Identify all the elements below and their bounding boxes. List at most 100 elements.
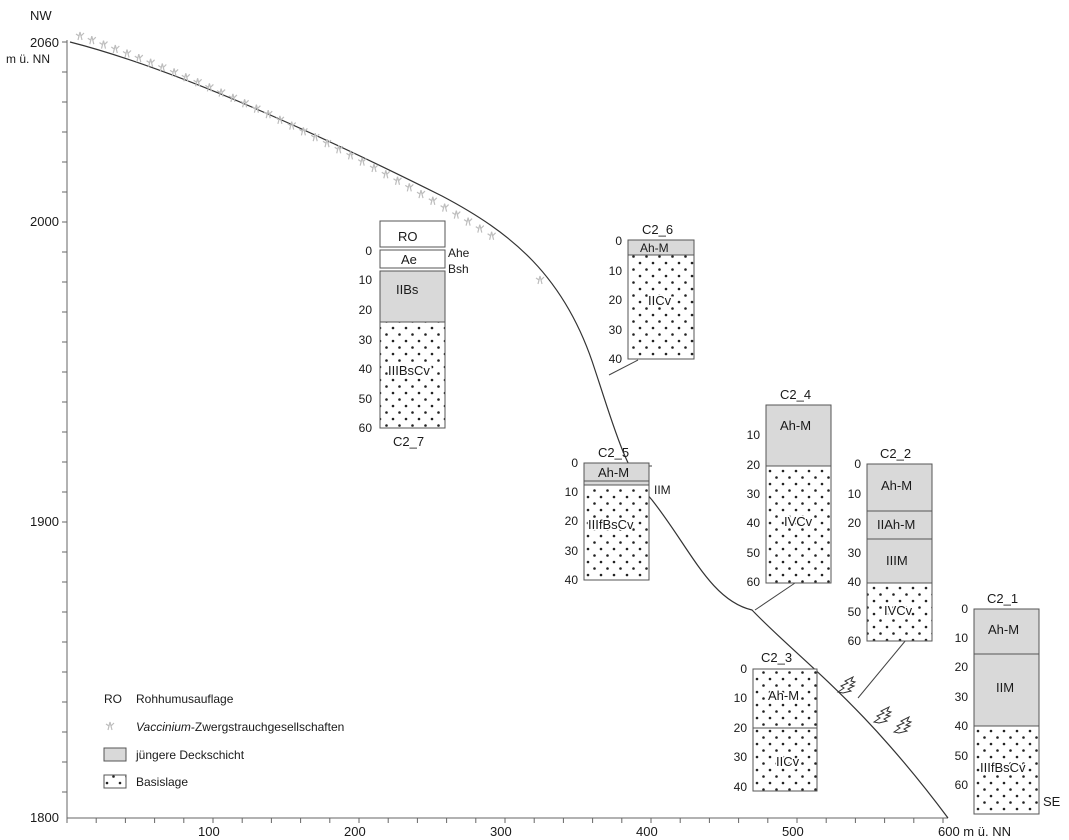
profile-id: C2_5	[598, 445, 629, 460]
y-label-1800: 1800	[30, 810, 59, 825]
svg-text:0: 0	[615, 234, 622, 248]
svg-text:40: 40	[848, 575, 862, 589]
x-label-100: 100	[198, 824, 220, 839]
depth-ticks: 0 10 20 30 40 50 60	[359, 244, 373, 435]
horizon-label: Ae	[401, 252, 417, 267]
horizon-label: IIIfBsCv	[980, 760, 1026, 775]
depth-ticks: 0 10 20 30 40	[734, 662, 748, 794]
x-axis: 100 200 300 400 500 600 m ü. NN SE	[66, 794, 1061, 839]
x-label-300: 300	[490, 824, 512, 839]
side-label: Bsh	[448, 262, 469, 276]
svg-text:10: 10	[565, 485, 579, 499]
profile-c2-3: Ah-M IICv 0 10 20 30 40 C2_3	[734, 650, 818, 794]
x-label-500: 500	[782, 824, 804, 839]
horizon-label: Ah-M	[598, 465, 629, 480]
depth-ticks: 0 10 20 30 40	[565, 456, 579, 587]
horizon-label: IIIBsCv	[388, 363, 430, 378]
svg-text:40: 40	[609, 352, 623, 366]
horizon-label: Ah-M	[780, 418, 811, 433]
svg-text:0: 0	[740, 662, 747, 676]
legend-base-swatch	[103, 774, 127, 789]
conifer-tree-icon	[873, 706, 892, 724]
horizon-label: Ah-M	[988, 622, 1019, 637]
horizon-label: IIAh-M	[877, 517, 915, 532]
svg-text:60: 60	[359, 421, 373, 435]
y-label-2000: 2000	[30, 214, 59, 229]
svg-text:10: 10	[609, 264, 623, 278]
horizon-label: IICv	[776, 754, 800, 769]
se-label: SE	[1043, 794, 1061, 809]
svg-text:30: 30	[734, 750, 748, 764]
svg-text:60: 60	[747, 575, 761, 589]
svg-text:0: 0	[854, 457, 861, 471]
y-axis-top-label: NW	[30, 8, 52, 23]
profile-id: C2_1	[987, 591, 1018, 606]
svg-text:50: 50	[955, 749, 969, 763]
svg-text:0: 0	[571, 456, 578, 470]
horizon-label: Ah-M	[881, 478, 912, 493]
horizon-label: IICv	[648, 293, 672, 308]
svg-text:60: 60	[848, 634, 862, 648]
legend-vaccinium: Vaccinium-Zwergstrauchgesellschaften	[136, 720, 344, 734]
svg-text:20: 20	[747, 458, 761, 472]
horizon-label: RO	[398, 229, 418, 244]
profile-c2-5: Ah-M IIIfBsCv IIM 0 10 20 30 40 C2_5	[565, 445, 671, 587]
horizon-label: Ah-M	[640, 241, 669, 255]
svg-text:20: 20	[609, 293, 623, 307]
svg-text:40: 40	[747, 516, 761, 530]
svg-text:50: 50	[359, 392, 373, 406]
side-label: Ahe	[448, 246, 470, 260]
svg-text:20: 20	[359, 303, 373, 317]
legend-ro-abbr: RO	[104, 692, 122, 706]
legend-ro-text: Rohhumusauflage	[136, 692, 234, 706]
svg-text:40: 40	[565, 573, 579, 587]
svg-text:10: 10	[955, 631, 969, 645]
svg-text:30: 30	[565, 544, 579, 558]
horizon-label: IIM	[996, 680, 1014, 695]
svg-text:0: 0	[961, 602, 968, 616]
conifer-tree-icon	[837, 676, 856, 694]
svg-text:30: 30	[747, 487, 761, 501]
legend-young-swatch	[103, 747, 127, 762]
depth-ticks: 10 20 30 40 50 60	[747, 428, 761, 589]
svg-text:20: 20	[848, 516, 862, 530]
profile-c2-6: Ah-M IICv 0 10 20 30 40 C2_6	[609, 222, 695, 366]
y-axis-unit: m ü. NN	[6, 52, 50, 66]
terrain-profile-line	[69, 41, 949, 819]
profile-id: C2_4	[780, 387, 811, 402]
conifer-tree-icon	[893, 716, 912, 734]
profile-id: C2_7	[393, 434, 424, 449]
svg-text:40: 40	[359, 362, 373, 376]
svg-text:50: 50	[848, 605, 862, 619]
svg-text:60: 60	[955, 778, 969, 792]
horizon-label: IIBs	[396, 282, 419, 297]
svg-text:30: 30	[609, 323, 623, 337]
profile-c2-4: Ah-M IVCv 10 20 30 40 50 60 C2_4	[747, 387, 832, 589]
svg-text:10: 10	[359, 273, 373, 287]
horizon-label: IVCv	[884, 603, 913, 618]
legend: RO Rohhumusauflage Vaccinium-Zwergstrauc…	[103, 692, 344, 789]
y-axis: NW 2060 m ü. NN 2000 1900 1800	[6, 8, 68, 825]
y-label-2060: 2060	[30, 35, 59, 50]
profile-c2-7: RO Ae IIBs IIIBsCv Ahe Bsh 0 10 20 30 40…	[359, 220, 470, 449]
legend-young-text: jüngere Deckschicht	[135, 748, 245, 762]
svg-text:50: 50	[747, 546, 761, 560]
svg-text:40: 40	[955, 719, 969, 733]
svg-text:10: 10	[747, 428, 761, 442]
profile-id: C2_2	[880, 446, 911, 461]
profile-id: C2_6	[642, 222, 673, 237]
svg-text:40: 40	[734, 780, 748, 794]
vaccinium-shrub-icon	[105, 721, 115, 731]
svg-text:0: 0	[365, 244, 372, 258]
svg-text:10: 10	[848, 487, 862, 501]
legend-base-text: Basislage	[136, 775, 188, 789]
svg-text:20: 20	[734, 721, 748, 735]
horizon-label: IIIfBsCv	[588, 517, 634, 532]
depth-ticks: 0 10 20 30 40	[609, 234, 623, 366]
svg-text:20: 20	[565, 514, 579, 528]
profile-c2-1: Ah-M IIM IIIfBsCv 0 10 20 30 40 50 60 C2…	[955, 591, 1040, 815]
horizon-label: IVCv	[784, 514, 813, 529]
side-label: IIM	[654, 483, 671, 497]
